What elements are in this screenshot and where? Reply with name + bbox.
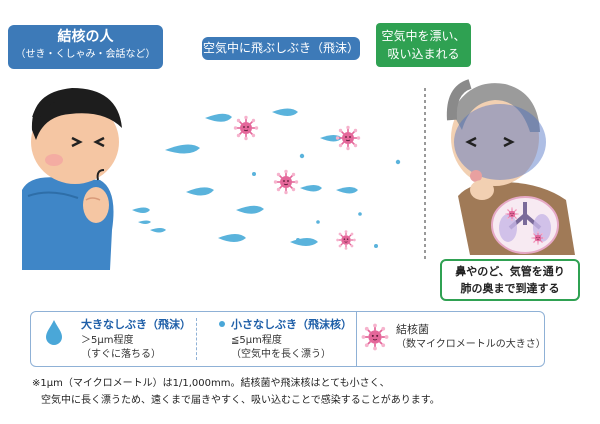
droplet (300, 185, 322, 192)
infected-person-label: 結核の人 （せき・くしゃみ・会話など） (8, 25, 163, 69)
legend-box-edge (356, 312, 357, 366)
lung-callout-line2: 肺の奥まで到達する (460, 282, 560, 295)
droplet (320, 135, 342, 142)
small-droplet-nuclei (252, 153, 401, 248)
droplet (272, 108, 298, 116)
small-droplet-icon (219, 321, 225, 327)
droplet (138, 220, 151, 224)
droplet (150, 228, 166, 233)
lung-callout: 鼻やのど、気管を通り 肺の奥まで到達する (440, 259, 580, 301)
elderly-person-illustration (424, 79, 575, 260)
lung-callout-line1: 鼻やのど、気管を通り (455, 265, 565, 278)
inhaled-label-line1: 空気中を漂い、 (381, 29, 466, 43)
droplets-label: 空気中に飛ぶしぶき（飛沫） (202, 37, 360, 60)
footnote-line1: ※1μm（マイクロメートル）は1/1,000mm。結核菌や飛沫核はとても小さく、 (32, 378, 390, 389)
large-droplet-title: 大きなしぶき（飛沫） (81, 318, 191, 331)
small-droplet-desc: （空気中を長く漂う） (231, 349, 331, 360)
footnote-line2: 空気中に長く漂うため、遠くまで届きやすく、吸い込むことで感染することがあります。 (41, 395, 440, 406)
small-droplet-size: ≦5μm程度 (231, 335, 282, 346)
legend-box: 大きなしぶき（飛沫） ＞5μm程度 （すぐに落ちる） 小さなしぶき（飛沫核） ≦… (30, 311, 546, 367)
large-droplet-size: ＞5μm程度 (81, 335, 134, 346)
infected-person-subtitle: （せき・くしゃみ・会話など） (15, 49, 156, 60)
large-droplet-desc: （すぐに落ちる） (81, 349, 161, 360)
floating-bacteria (233, 115, 362, 251)
droplet (165, 144, 200, 154)
droplet (205, 113, 232, 122)
legend-divider (196, 318, 197, 360)
inhaled-label-line2: 吸い込まれる (387, 47, 460, 61)
droplet (132, 207, 150, 213)
bacteria-title: 結核菌 (396, 323, 429, 336)
droplet (218, 234, 246, 242)
footnote: ※1μm（マイクロメートル）は1/1,000mm。結核菌や飛沫核はとても小さく、… (32, 375, 582, 409)
inhaled-label: 空気中を漂い、 吸い込まれる (376, 23, 471, 67)
droplet (186, 187, 214, 196)
droplet (290, 238, 318, 246)
infected-person-title: 結核の人 (57, 29, 114, 45)
droplet (236, 205, 264, 214)
large-droplet-icon (46, 320, 62, 345)
droplet (336, 187, 358, 194)
small-droplet-title: 小さなしぶき（飛沫核） (231, 318, 352, 331)
coughing-person-illustration (22, 88, 123, 270)
bacteria-desc: （数マイクロメートルの大きさ） (396, 339, 546, 350)
